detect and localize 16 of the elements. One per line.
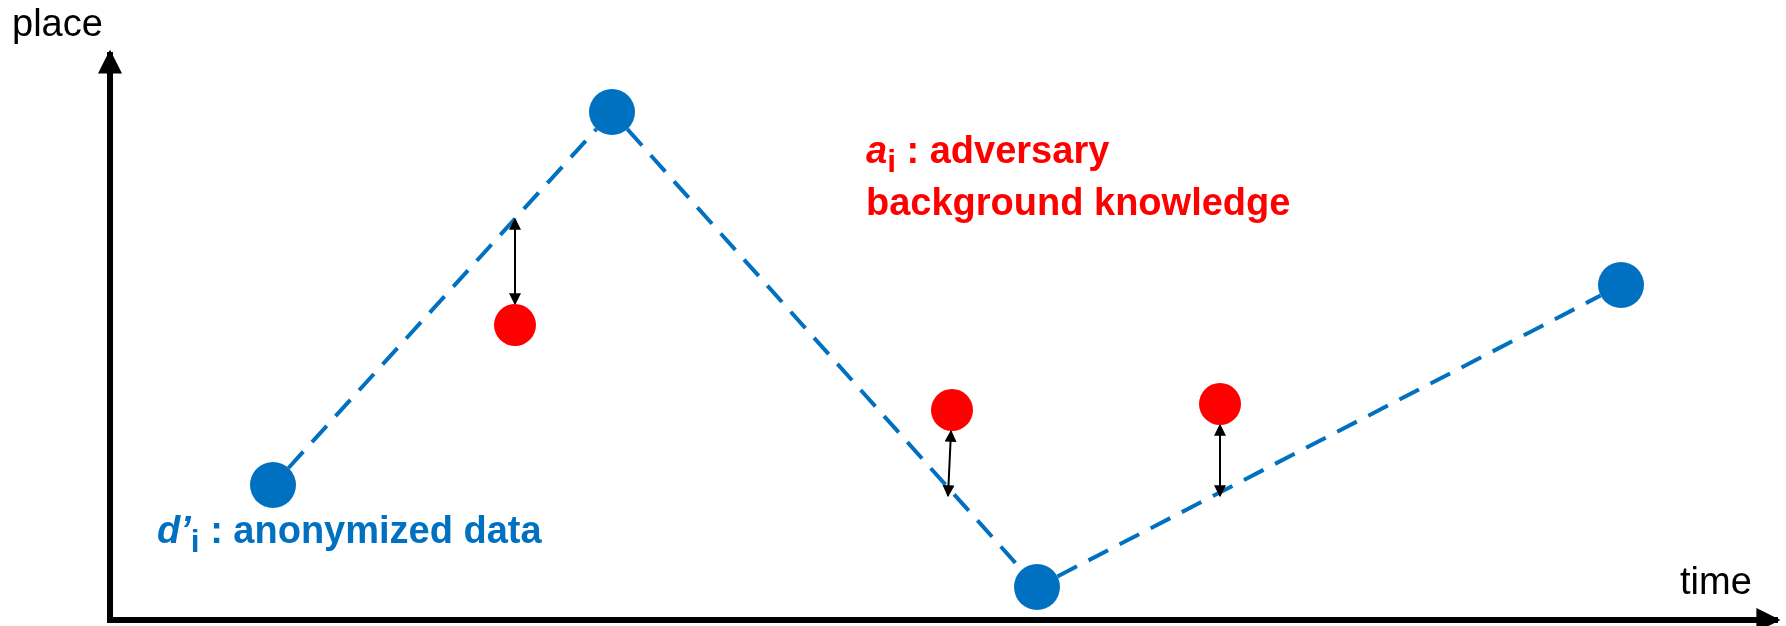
knowledge-point (931, 389, 973, 431)
data-point (589, 89, 635, 135)
annotation: a$_{i}$ : adversary background knowledge (866, 128, 1292, 225)
dashed-line (1056, 293, 1602, 579)
knowledge-point (494, 304, 536, 346)
axis-label: time (1680, 560, 1752, 603)
knowledge-point (1199, 383, 1241, 425)
data-point (250, 462, 296, 508)
double-arrow (1214, 423, 1226, 498)
axis-label: place (12, 2, 103, 45)
data-point (1014, 564, 1060, 610)
data-point (1598, 262, 1644, 308)
dashed-line (287, 127, 598, 470)
double-arrow (509, 217, 521, 306)
double-arrow (942, 429, 957, 498)
annotation: d’$_{i}$ : anonymized data (157, 508, 543, 560)
